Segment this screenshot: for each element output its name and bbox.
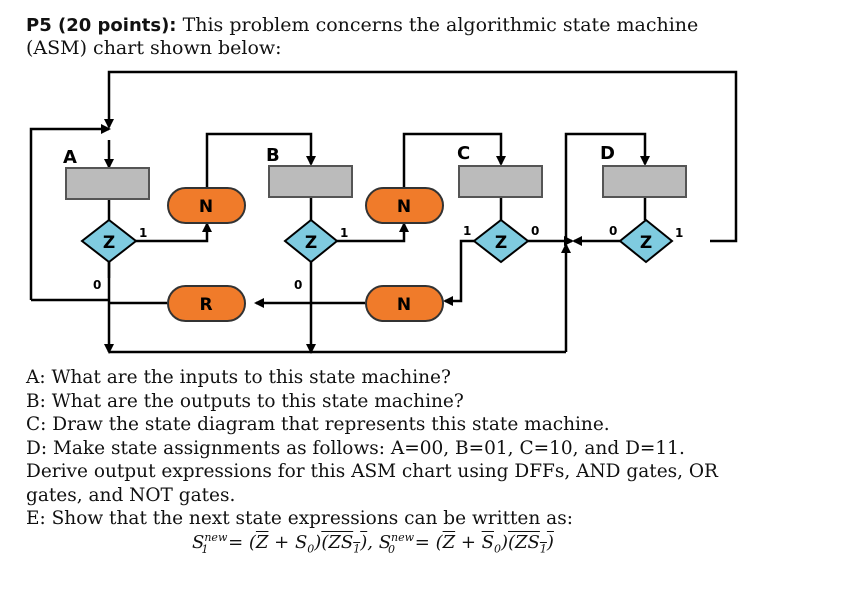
formula-s0-bar-close: ): [546, 532, 554, 553]
branch-b-one: 1: [340, 226, 348, 240]
branch-d-one: 1: [675, 226, 683, 240]
formula-comma: ,: [367, 532, 379, 553]
formula-s1-zbar: Z: [255, 532, 269, 553]
branch-c-one: 1: [463, 224, 471, 238]
formula-s0-plus: +: [455, 532, 482, 553]
formula-s1-sup: new: [204, 531, 228, 544]
problem-header: P5 (20 points): This problem concerns th…: [26, 14, 846, 60]
connector-lines: [29, 70, 738, 354]
state-label-c: C: [457, 143, 470, 164]
question-a: A: What are the inputs to this state mac…: [26, 367, 451, 388]
formula-s1-bar: (ZS: [321, 532, 354, 553]
question-b: B: What are the outputs to this state ma…: [26, 390, 464, 412]
branch-b-zero: 0: [294, 278, 302, 292]
problem-intro-line1: This problem concerns the algorithmic st…: [182, 14, 699, 36]
output-oval-a: [167, 187, 246, 224]
output-oval-c: [365, 285, 444, 322]
decision-var-d: Z: [640, 233, 652, 253]
formula-s0-zbar: Z: [442, 532, 456, 553]
decision-diamond-d: [618, 218, 674, 264]
decision-var-b: Z: [305, 233, 317, 253]
output-label-a: N: [199, 197, 213, 217]
branch-c-zero: 0: [531, 224, 539, 238]
formula-s0-open: = (: [409, 532, 443, 553]
formula-s0-close: ): [501, 532, 509, 553]
decision-diamond-a: [80, 218, 138, 264]
decision-var-c: Z: [495, 233, 507, 253]
formula-s1-bar-close: ): [360, 532, 368, 553]
decision-diamond-c: [472, 218, 530, 264]
state-label-d: D: [600, 143, 615, 164]
question-d-line3: gates, and NOT gates.: [26, 484, 236, 506]
formula-s1-plus: + S: [268, 532, 308, 553]
state-label-a: A: [63, 147, 77, 168]
formula-s0-sub: 0: [388, 542, 396, 556]
question-d-line2: Derive output expressions for this ASM c…: [26, 461, 718, 482]
formula-s1-s0sub: 0: [307, 542, 315, 556]
state-box-d: [602, 165, 687, 198]
formula-s1-sub: 1: [201, 542, 209, 556]
formula-s0-bar: (ZS: [508, 532, 540, 553]
formula-s0-s0sub: 0: [494, 542, 501, 556]
state-box-b: [268, 165, 353, 198]
question-list: A: What are the inputs to this state mac…: [26, 366, 856, 531]
formula-s1-close: ): [314, 532, 322, 553]
formula-s0: S: [378, 532, 392, 553]
output-oval-r: [167, 285, 246, 322]
state-box-c: [458, 165, 543, 198]
decision-var-a: Z: [103, 233, 115, 253]
branch-a-one: 1: [139, 226, 147, 240]
output-oval-b: [365, 187, 444, 224]
problem-intro-line2: (ASM) chart shown below:: [26, 37, 282, 59]
formula-s1: S: [192, 532, 205, 553]
output-label-r: R: [199, 295, 212, 315]
question-c: C: Draw the state diagram that represent…: [26, 414, 610, 435]
formula-s1-bar-sub: 1: [353, 542, 361, 556]
state-box-a: [65, 167, 150, 200]
output-label-b: N: [397, 197, 411, 217]
state-label-b: B: [266, 145, 280, 166]
decision-diamond-b: [283, 218, 339, 264]
branch-a-zero: 0: [93, 278, 101, 292]
question-d: D: Make state assignments as follows: A=…: [26, 437, 685, 459]
formula-s0-sup: new: [391, 531, 415, 544]
formula-s0-s0bar: S: [481, 532, 494, 553]
problem-label: P5 (20 points):: [26, 15, 177, 36]
formula-s1-open: = (: [222, 532, 256, 553]
output-label-c: N: [397, 295, 411, 315]
question-e: E: Show that the next state expressions …: [26, 508, 573, 529]
formula-s0-bar-sub: 1: [539, 542, 547, 556]
branch-d-zero: 0: [609, 224, 617, 238]
next-state-formula: Snew1 = (Z + S0)(ZS1), Snew0 = (Z + S0)(…: [192, 531, 554, 556]
